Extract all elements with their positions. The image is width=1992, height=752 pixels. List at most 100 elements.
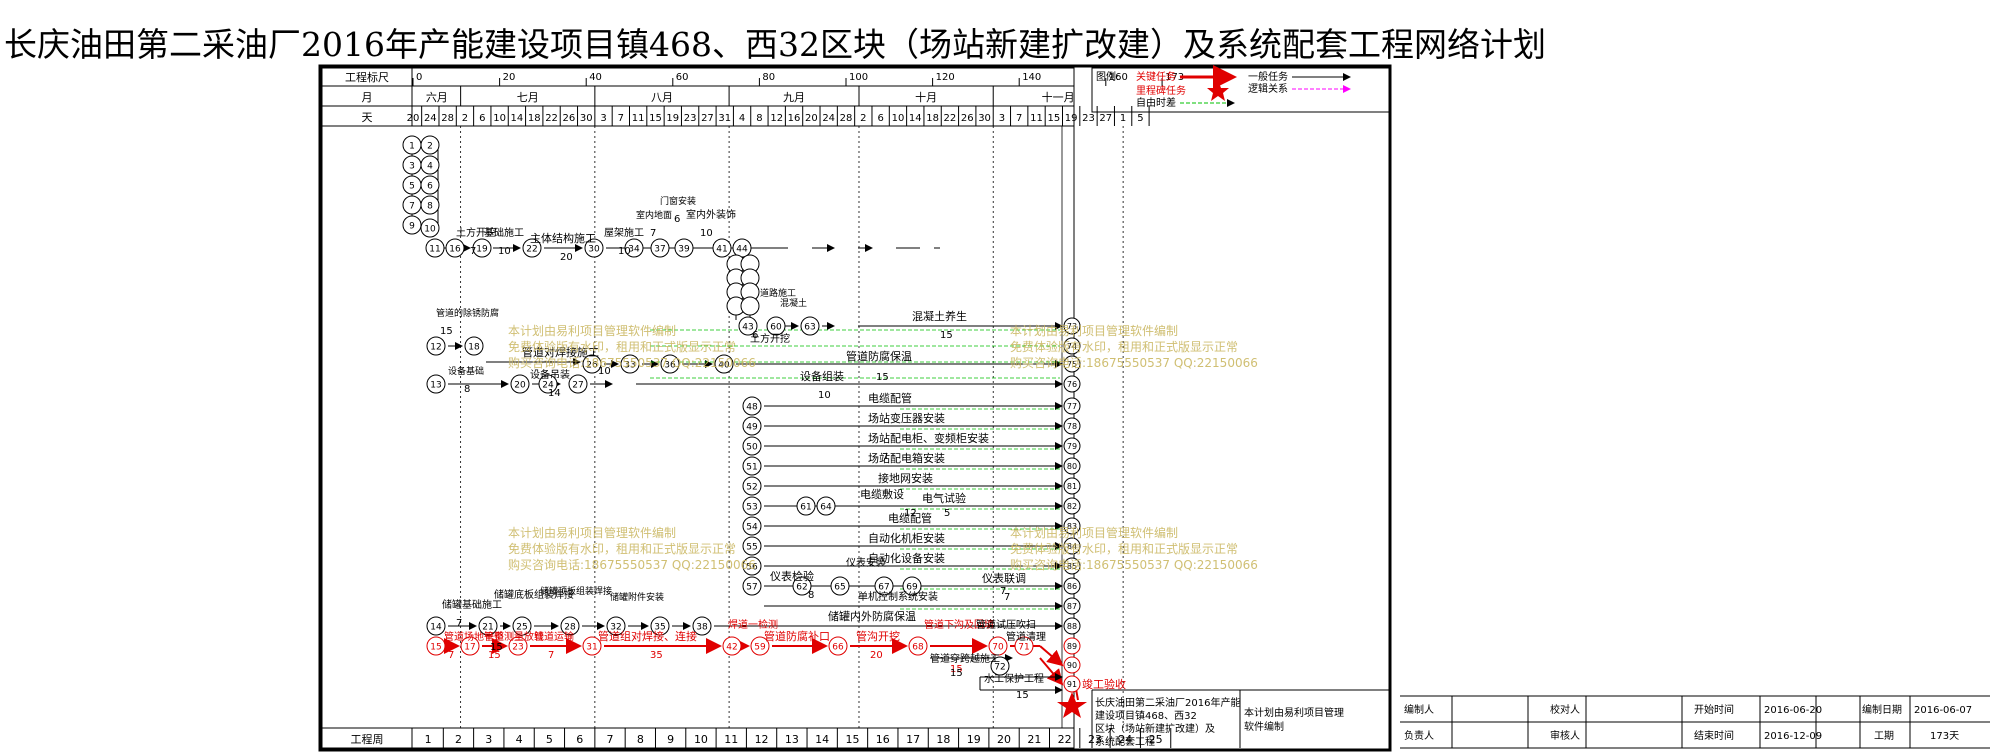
terminal-node: 88: [1063, 617, 1081, 635]
svg-text:64: 64: [820, 503, 832, 513]
svg-text:16: 16: [449, 245, 461, 255]
task-label: 道路施工: [760, 287, 796, 299]
terminal-node: 75: [1063, 355, 1081, 373]
week-cell: 14: [815, 733, 829, 746]
task-duration: 20: [560, 252, 573, 263]
network-node: 15: [426, 636, 446, 656]
day-cell: 7: [618, 113, 624, 124]
svg-text:15: 15: [430, 643, 441, 653]
watermark-line-3b: 购买咨询电话:18675550537 QQ:22150066: [1010, 355, 1258, 370]
terminal-node: 91: [1063, 675, 1081, 693]
svg-text:48: 48: [746, 403, 758, 413]
task-label: 接地网安装: [878, 471, 933, 485]
svg-text:88: 88: [1067, 622, 1077, 631]
svg-text:5: 5: [409, 182, 415, 192]
task-duration: 10: [618, 246, 631, 257]
day-cell: 23: [684, 113, 697, 124]
terminal-node: 76: [1063, 375, 1081, 393]
network-node: 16: [445, 238, 465, 258]
task-label: 储罐附件安装: [610, 591, 664, 603]
day-cell: 28: [441, 113, 454, 124]
watermark-line-2d: 免费体验版有水印，租用和正式版显示正常: [1010, 541, 1238, 556]
duration-value: 173天: [1930, 731, 1959, 742]
task-label: 自动化设备安装: [868, 551, 945, 565]
svg-text:11: 11: [429, 245, 440, 255]
task-label: 储罐基础施工: [442, 598, 502, 611]
task-label: 土方开挖: [456, 226, 496, 239]
day-cell: 16: [788, 113, 801, 124]
network-node: 42: [722, 636, 742, 656]
week-cell: 15: [845, 733, 859, 746]
network-node: 50: [742, 436, 762, 456]
network-node: 39: [674, 238, 694, 258]
week-cell: 10: [694, 733, 708, 746]
network-node: 14: [426, 616, 446, 636]
task-label: 混凝土: [780, 297, 807, 309]
svg-text:49: 49: [746, 423, 758, 433]
ruler-tick-label: 120: [936, 72, 955, 83]
network-node: 1: [402, 135, 422, 155]
svg-text:71: 71: [1018, 643, 1029, 653]
terminal-node: 87: [1063, 597, 1081, 615]
svg-text:85: 85: [1067, 562, 1077, 571]
network-node: 25: [512, 616, 532, 636]
task-duration: 6: [752, 330, 758, 341]
ruler-tick-label: 160: [1109, 72, 1128, 83]
day-cell: 5: [1137, 113, 1143, 124]
network-node: 21: [478, 616, 498, 636]
ruler-tick-label: 100: [849, 72, 868, 83]
svg-text:2: 2: [427, 142, 433, 152]
svg-text:89: 89: [1067, 642, 1077, 651]
network-node: 19: [472, 238, 492, 258]
week-cell: 17: [906, 733, 920, 746]
day-cell: 30: [580, 113, 593, 124]
task-label: 管道穿跨越施工: [930, 652, 1000, 665]
week-cell: 16: [876, 733, 890, 746]
day-cell: 6: [877, 113, 883, 124]
svg-text:19: 19: [476, 245, 488, 255]
network-node: 55: [742, 536, 762, 556]
svg-text:83: 83: [1067, 522, 1077, 531]
network-node: 52: [742, 476, 762, 496]
svg-text:32: 32: [610, 623, 621, 633]
day-cell: 11: [632, 113, 645, 124]
svg-text:41: 41: [716, 245, 727, 255]
svg-text:62: 62: [796, 583, 807, 593]
ruler-label: 工程标尺: [345, 70, 389, 84]
network-node: 53: [742, 496, 762, 516]
task-label: 管道场地平整: [444, 630, 504, 643]
task-label: 管道下沟及回填: [924, 618, 994, 631]
network-node: 63: [800, 316, 820, 336]
task-label: 单机控制系统安装: [858, 590, 938, 603]
network-node: 3: [402, 155, 422, 175]
checker-label: 校对人: [1550, 703, 1580, 716]
svg-text:73: 73: [1067, 322, 1077, 331]
svg-text:55: 55: [746, 543, 757, 553]
task-label: 场站配电箱安装: [868, 451, 945, 465]
svg-text:34: 34: [628, 245, 640, 255]
svg-text:8: 8: [427, 202, 433, 212]
terminal-node: 79: [1063, 437, 1081, 455]
network-node: 68: [908, 636, 928, 656]
week-cell: 5: [546, 733, 553, 746]
titleblock-project-1: 长庆油田第二采油厂2016年产能: [1095, 696, 1240, 709]
month-cell: 九月: [783, 91, 805, 104]
network-node: 61: [796, 496, 816, 516]
day-cell: 30: [978, 113, 991, 124]
task-duration: 10: [818, 390, 831, 401]
task-duration: 7: [650, 228, 656, 239]
svg-text:59: 59: [754, 643, 766, 653]
svg-text:66: 66: [832, 643, 844, 653]
svg-text:78: 78: [1067, 422, 1077, 431]
network-node: 38: [692, 616, 712, 636]
svg-text:42: 42: [726, 643, 737, 653]
terminal-node: 83: [1063, 517, 1081, 535]
titleblock-project-2: 建设项目镇468、西32: [1095, 709, 1197, 722]
terminal-node: 89: [1063, 637, 1081, 655]
svg-text:7: 7: [409, 202, 415, 212]
network-node: 40: [714, 354, 734, 374]
task-label: 土方开挖: [750, 332, 790, 345]
